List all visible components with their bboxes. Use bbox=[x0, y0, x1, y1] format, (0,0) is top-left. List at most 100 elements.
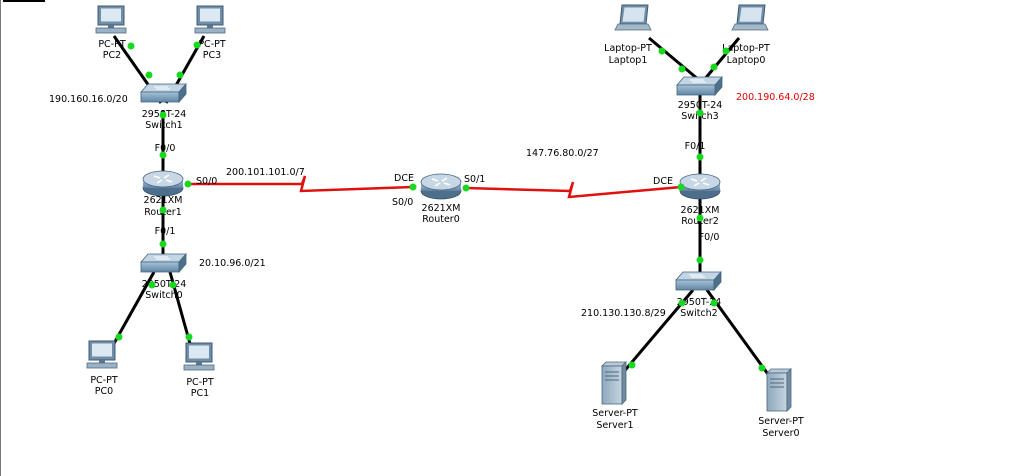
device-name: Server1 bbox=[596, 420, 633, 431]
device-model: PC-PT bbox=[186, 377, 214, 388]
cable-laptop1-switch3[interactable] bbox=[648, 36, 700, 82]
switch-icon bbox=[140, 83, 187, 103]
laptop-icon bbox=[731, 4, 769, 31]
router-icon bbox=[142, 170, 184, 197]
device-name: Switch1 bbox=[145, 120, 182, 131]
device-name: Laptop0 bbox=[727, 55, 766, 66]
device-model: Server-PT bbox=[592, 408, 638, 419]
ethernet-cables bbox=[105, 35, 772, 378]
device-name: Laptop1 bbox=[609, 55, 648, 66]
link-light bbox=[159, 151, 167, 159]
port-label-router0-dce: DCE bbox=[394, 173, 414, 184]
link-light bbox=[710, 299, 718, 307]
network-label-switch2: 210.130.130.8/29 bbox=[581, 308, 666, 319]
port-label-router0-s01: S0/1 bbox=[464, 174, 485, 185]
device-pc2[interactable]: PC-PT PC2 bbox=[95, 5, 127, 61]
link-light bbox=[145, 71, 153, 79]
device-name: Server0 bbox=[762, 428, 799, 439]
port-label-router2-f00: F0/0 bbox=[699, 232, 720, 243]
server-icon bbox=[601, 361, 627, 405]
network-label-r1-r0: 200.101.101.0/7 bbox=[226, 167, 305, 178]
link-light bbox=[677, 183, 685, 191]
device-pc0[interactable]: PC-PT PC0 bbox=[86, 340, 118, 397]
device-model: 2621XM bbox=[681, 205, 720, 216]
link-light bbox=[722, 47, 730, 55]
device-model: Laptop-PT bbox=[604, 43, 652, 54]
device-laptop1[interactable]: Laptop-PT Laptop1 bbox=[604, 4, 652, 66]
device-pc3[interactable]: PC-PT PC3 bbox=[194, 5, 226, 61]
device-server0[interactable]: Server-PT Server0 bbox=[758, 368, 804, 439]
device-model: 2621XM bbox=[422, 203, 461, 214]
link-light bbox=[678, 65, 686, 73]
device-name: PC2 bbox=[103, 50, 121, 61]
device-model: Laptop-PT bbox=[722, 43, 770, 54]
device-model: 2621XM bbox=[144, 195, 183, 206]
switch-icon bbox=[140, 253, 187, 273]
link-light bbox=[696, 256, 704, 264]
cable-laptop0-switch3[interactable] bbox=[702, 37, 741, 81]
link-light bbox=[658, 47, 666, 55]
device-router0[interactable]: 2621XM Router0 bbox=[420, 173, 462, 225]
serial-links bbox=[188, 175, 682, 199]
pc-icon bbox=[86, 340, 118, 369]
serial-link-router1-router0[interactable] bbox=[188, 175, 414, 193]
port-label-router2-f01: F0/1 bbox=[685, 141, 706, 152]
switch-icon bbox=[675, 271, 722, 291]
device-name: Switch2 bbox=[680, 308, 717, 319]
port-label-router1-f00: F0/0 bbox=[155, 143, 176, 154]
link-light bbox=[462, 184, 470, 192]
device-name: PC1 bbox=[191, 388, 209, 399]
device-switch2[interactable]: 2950T-24 Switch2 bbox=[675, 271, 722, 319]
device-name: PC3 bbox=[203, 50, 221, 61]
link-light bbox=[148, 281, 156, 289]
device-laptop0[interactable]: Laptop-PT Laptop0 bbox=[722, 4, 770, 66]
port-labels: F0/0 S0/0 F0/1 DCE S0/0 S0/1 DCE F0/1 F0… bbox=[155, 141, 720, 243]
cable-switch2-server0[interactable] bbox=[705, 289, 772, 378]
network-label-switch0: 20.10.96.0/21 bbox=[199, 258, 266, 269]
device-model: 2950T-24 bbox=[678, 100, 723, 111]
device-pc1[interactable]: PC-PT PC1 bbox=[183, 342, 215, 399]
port-label-router1-f01: F0/1 bbox=[155, 226, 176, 237]
device-name: Router0 bbox=[422, 214, 460, 225]
link-light bbox=[159, 206, 167, 214]
device-name: PC0 bbox=[95, 386, 113, 397]
port-label-router2-dce: DCE bbox=[653, 176, 673, 187]
link-light bbox=[696, 153, 704, 161]
device-model: PC-PT bbox=[198, 39, 226, 50]
link-light bbox=[710, 63, 718, 71]
link-light bbox=[176, 71, 184, 79]
router-icon bbox=[420, 173, 462, 200]
link-light bbox=[696, 109, 704, 117]
link-lights bbox=[115, 41, 766, 372]
device-name: Switch0 bbox=[145, 290, 182, 301]
device-model: PC-PT bbox=[90, 375, 118, 386]
device-switch0[interactable]: 2950T-24 Switch0 bbox=[140, 253, 187, 301]
link-light bbox=[678, 299, 686, 307]
device-server1[interactable]: Server-PT Server1 bbox=[592, 361, 638, 431]
link-light bbox=[628, 361, 636, 369]
port-label-router0-s00: S0/0 bbox=[392, 197, 413, 208]
link-light bbox=[193, 41, 201, 49]
link-light bbox=[184, 180, 192, 188]
pc-icon bbox=[95, 5, 127, 34]
link-light bbox=[185, 333, 193, 341]
link-light bbox=[159, 111, 167, 119]
link-light bbox=[758, 364, 766, 372]
device-model: 2950T-24 bbox=[142, 279, 187, 290]
network-label-switch1: 190.160.16.0/20 bbox=[49, 94, 128, 105]
server-icon bbox=[766, 368, 792, 412]
link-light bbox=[169, 281, 177, 289]
link-light bbox=[127, 42, 135, 50]
router-icon bbox=[679, 173, 721, 200]
pc-icon bbox=[194, 5, 226, 34]
device-switch1[interactable]: 2950T-24 Switch1 bbox=[140, 83, 187, 131]
serial-link-router0-router2[interactable] bbox=[465, 181, 682, 199]
network-label-switch3: 200.190.64.0/28 bbox=[736, 92, 815, 103]
device-model: 2950T-24 bbox=[677, 297, 722, 308]
network-labels: 190.160.16.0/20 200.101.101.0/7 20.10.96… bbox=[49, 92, 815, 319]
device-model: PC-PT bbox=[98, 39, 126, 50]
network-label-r0-r2: 147.76.80.0/27 bbox=[526, 148, 599, 159]
laptop-icon bbox=[614, 4, 652, 31]
link-light bbox=[159, 240, 167, 248]
